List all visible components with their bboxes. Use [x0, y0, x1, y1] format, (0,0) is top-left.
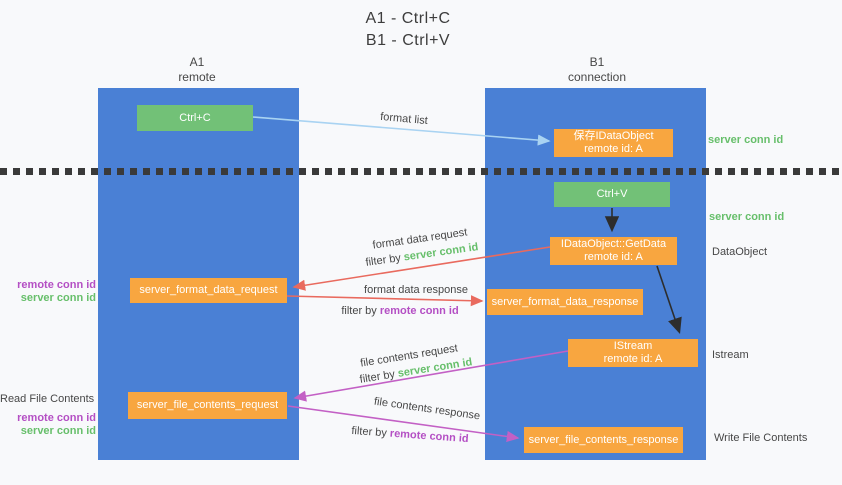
label-format-data-response-filter: filter by remote conn id — [341, 305, 458, 317]
node-ctrl-c: Ctrl+C — [137, 105, 253, 131]
title-line-2: B1 - Ctrl+V — [365, 32, 451, 49]
node-save-idataobject-line2: remote id: A — [584, 143, 643, 155]
annotation-write-file-contents: Write File Contents — [714, 432, 808, 444]
node-server-format-data-request-label: server_format_data_request — [139, 284, 278, 296]
label-file-contents-response-filter: filter by remote conn id — [351, 425, 469, 445]
node-save-idataobject-line1: 保存IDataObject — [573, 130, 654, 142]
node-idataobject-getdata-line1: IDataObject::GetData — [560, 238, 667, 250]
label-format-data-response: format data response — [364, 284, 468, 296]
annotation-server-conn-id-mid: server conn id — [709, 211, 785, 223]
annotation-remote-conn-id-1: remote conn id — [17, 279, 96, 291]
lane-left-title: A1 — [189, 55, 205, 69]
label-file-contents-response: file contents response — [373, 395, 481, 423]
annotation-istream: Istream — [712, 349, 749, 361]
node-server-file-contents-request: server_file_contents_request — [128, 392, 287, 419]
node-ctrl-v: Ctrl+V — [554, 182, 670, 207]
filter-by-text: filter by — [351, 424, 391, 440]
dotted-separator — [0, 168, 842, 175]
annotation-server-conn-id-2: server conn id — [20, 425, 96, 437]
annotation-dataobject: DataObject — [712, 246, 768, 258]
node-ctrl-v-label: Ctrl+V — [596, 188, 628, 200]
node-server-file-contents-response-label: server_file_contents_response — [528, 433, 679, 446]
node-server-format-data-response-label: server_format_data_response — [491, 295, 639, 308]
node-save-idataobject: 保存IDataObject remote id: A — [554, 129, 673, 157]
annotation-server-conn-id-1: server conn id — [20, 292, 96, 304]
lane-right-subtitle: connection — [567, 70, 627, 84]
title-line-1: A1 - Ctrl+C — [365, 10, 451, 27]
filter-key-remote-conn-id: remote conn id — [379, 305, 459, 317]
filter-key-remote-conn-id: remote conn id — [389, 427, 469, 446]
filter-by-text: filter by — [364, 251, 405, 269]
node-istream-line2: remote id: A — [603, 353, 663, 365]
filter-by-text: filter by — [358, 367, 399, 386]
node-idataobject-getdata: IDataObject::GetData remote id: A — [550, 237, 677, 265]
filter-by-text: filter by — [341, 305, 380, 317]
lane-left-subtitle: remote — [178, 70, 216, 84]
annotation-read-file-contents: Read File Contents — [0, 393, 95, 405]
annotation-remote-conn-id-2: remote conn id — [17, 412, 96, 424]
lane-right-title: B1 — [589, 55, 605, 69]
lane-header-right: B1 connection — [537, 55, 657, 85]
node-server-format-data-response: server_format_data_response — [487, 289, 643, 315]
annotation-server-conn-id-top: server conn id — [708, 134, 784, 146]
node-istream: IStream remote id: A — [568, 339, 698, 367]
node-server-format-data-request: server_format_data_request — [130, 278, 287, 303]
label-format-list: format list — [379, 110, 429, 128]
node-server-file-contents-response: server_file_contents_response — [524, 427, 683, 453]
node-ctrl-c-label: Ctrl+C — [179, 111, 211, 124]
node-server-file-contents-request-label: server_file_contents_request — [136, 399, 279, 411]
arrow-format-data-response — [286, 295, 484, 307]
lane-header-left: A1 remote — [137, 55, 257, 85]
diagram-title: A1 - Ctrl+C B1 - Ctrl+V — [288, 8, 528, 52]
node-istream-line1: IStream — [613, 340, 653, 352]
node-idataobject-getdata-line2: remote id: A — [584, 251, 643, 263]
